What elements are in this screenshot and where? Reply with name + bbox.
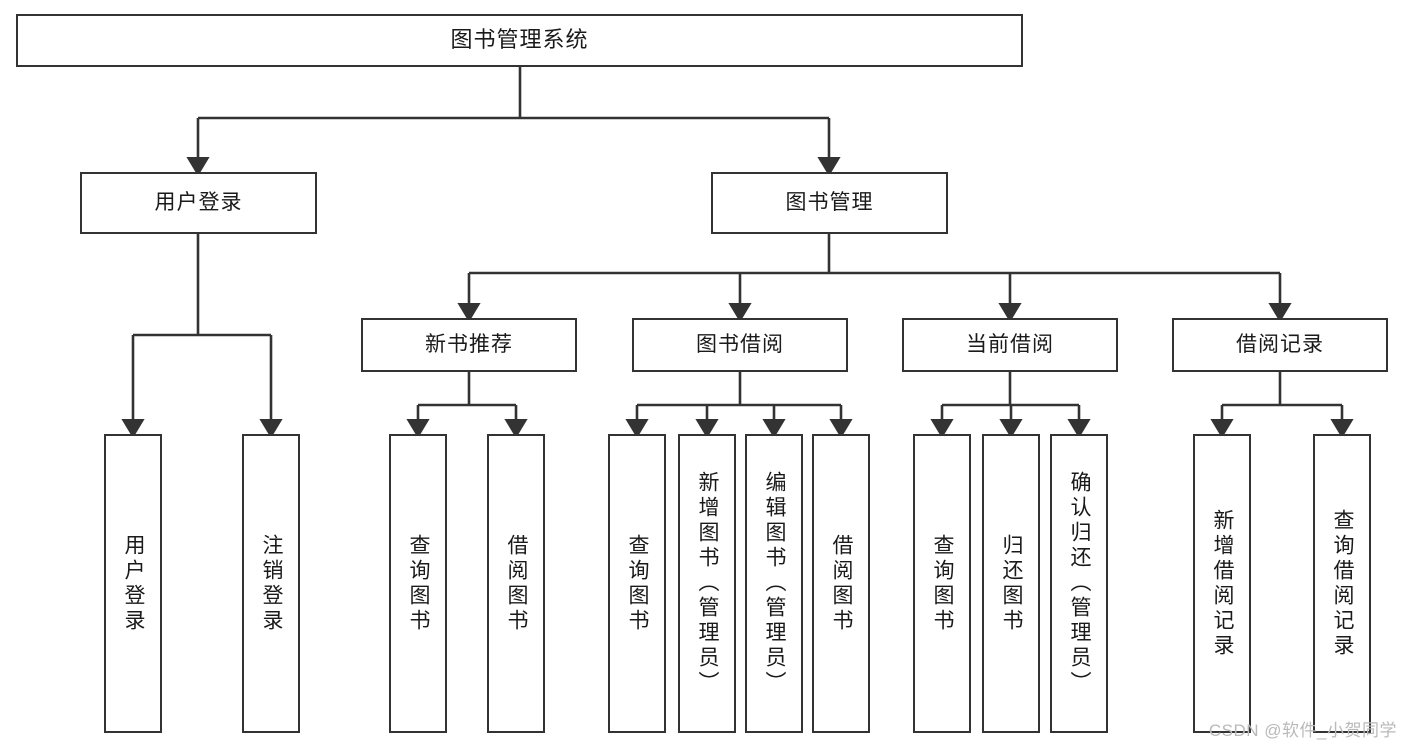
node-leaf-8[interactable]: 查询图书 bbox=[913, 434, 971, 733]
node-leaf-7[interactable]: 借阅图书 bbox=[812, 434, 870, 733]
node-level3-0[interactable]: 新书推荐 bbox=[361, 318, 577, 372]
node-leaf-2[interactable]: 查询图书 bbox=[389, 434, 447, 733]
node-leaf-3[interactable]: 借阅图书 bbox=[487, 434, 545, 733]
node-leaf-12[interactable]: 查询借阅记录 bbox=[1313, 434, 1371, 733]
node-leaf-11[interactable]: 新增借阅记录 bbox=[1193, 434, 1251, 733]
node-leaf-10[interactable]: 确认归还（管理员） bbox=[1050, 434, 1108, 733]
node-leaf-5[interactable]: 新增图书（管理员） bbox=[678, 434, 736, 733]
node-leaf-6[interactable]: 编辑图书（管理员） bbox=[745, 434, 803, 733]
csdn-watermark: CSDN @软件_小贺同学 bbox=[1208, 721, 1397, 740]
node-level2-0[interactable]: 用户登录 bbox=[80, 172, 317, 234]
node-leaf-4[interactable]: 查询图书 bbox=[608, 434, 666, 733]
node-level2-1[interactable]: 图书管理 bbox=[711, 172, 948, 234]
node-level3-3[interactable]: 借阅记录 bbox=[1172, 318, 1388, 372]
node-level3-1[interactable]: 图书借阅 bbox=[632, 318, 848, 372]
node-root-system[interactable]: 图书管理系统 bbox=[16, 14, 1023, 67]
node-leaf-9[interactable]: 归还图书 bbox=[982, 434, 1040, 733]
node-leaf-1[interactable]: 注销登录 bbox=[242, 434, 300, 733]
node-leaf-0[interactable]: 用户登录 bbox=[104, 434, 162, 733]
node-level3-2[interactable]: 当前借阅 bbox=[902, 318, 1118, 372]
